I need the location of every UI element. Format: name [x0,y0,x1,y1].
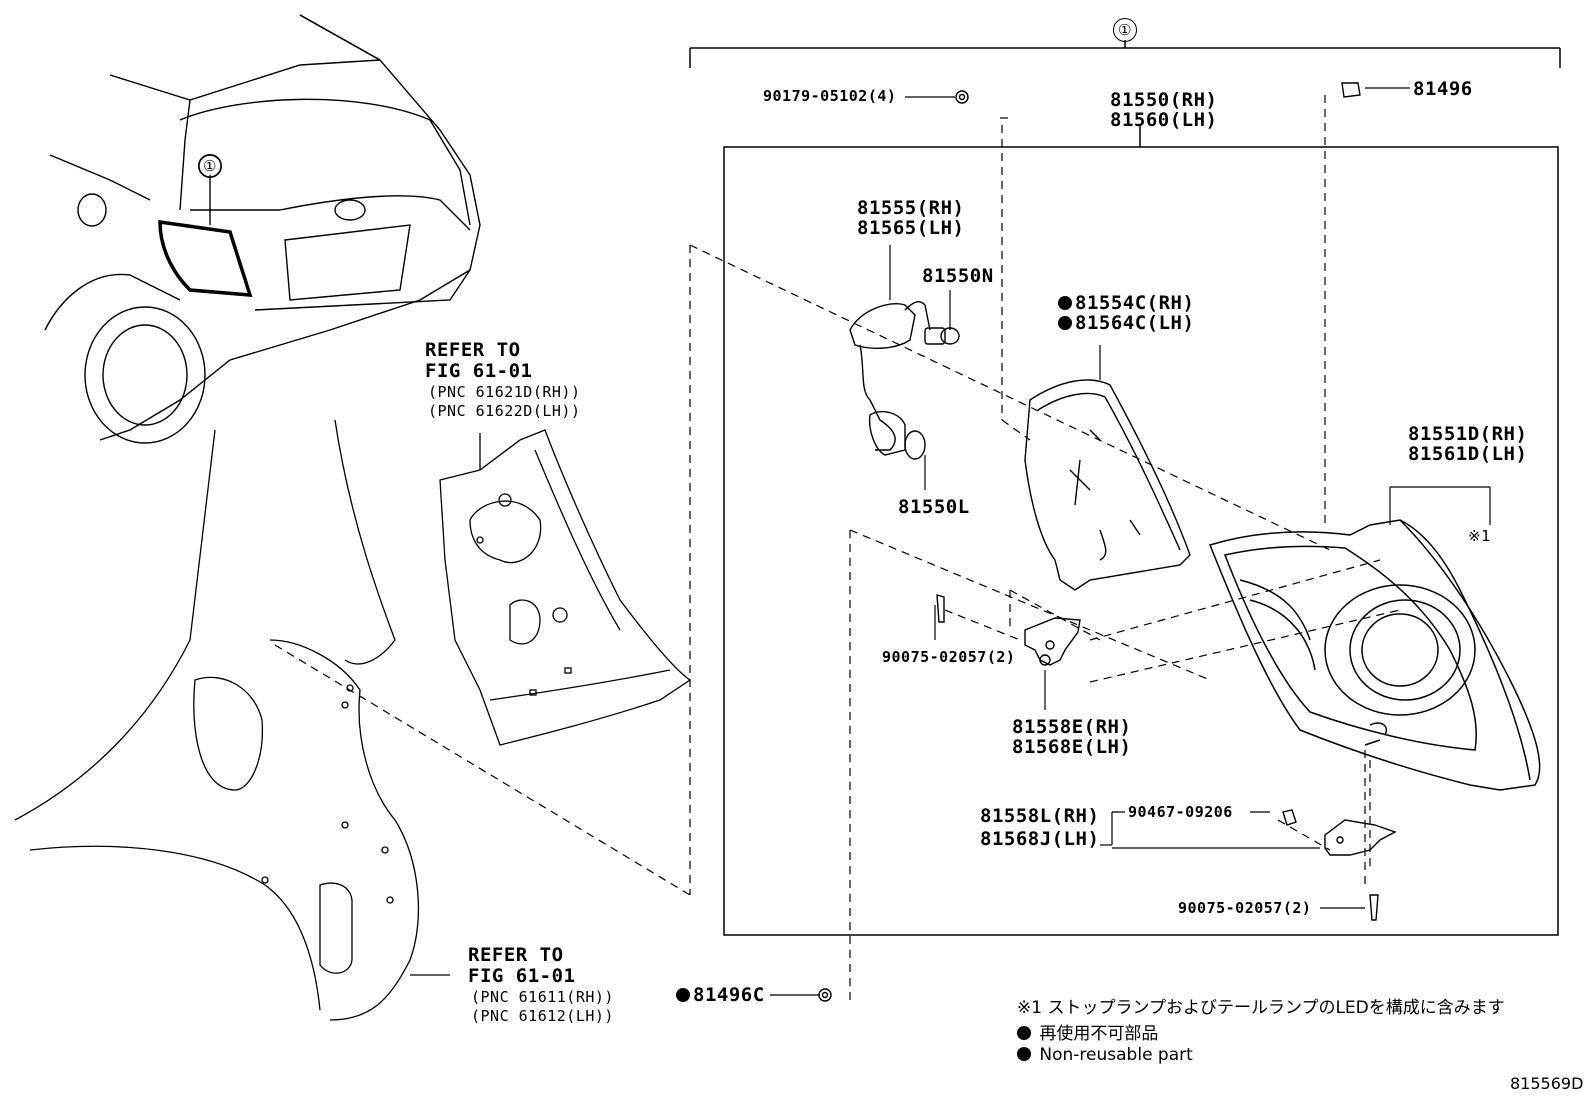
bracket-81558e [1024,617,1081,666]
refer-bottom-line2: FIG 61-01 [468,965,576,987]
solid-leaders [410,87,1491,996]
refer-top-line2: FIG 61-01 [425,360,533,382]
non-reusable-dot-icon [1017,1047,1031,1061]
bulb-socket-harness [849,301,960,460]
part-label-81550n: 81550N [922,265,994,287]
part-label-81558e-rh: 81558E(RH) [1012,716,1132,738]
part-label-81565-lh: 81565(LH) [857,217,965,239]
part-label-90075-02057-b: 90075-02057(2) [1178,899,1312,917]
note-non-reusable-en: Non-reusable part [1017,1045,1193,1065]
assembly-bracket [689,40,1561,68]
part-label-81568e-lh: 81568E(LH) [1012,736,1132,758]
assembly-marker: ① [1113,18,1137,42]
part-label-81551d-rh: 81551D(RH) [1408,423,1528,445]
lamp-gasket-81554c [1024,379,1191,591]
part-label-81554c-rh: 81554C(RH) [1058,293,1194,314]
car-rear-illustration [44,14,481,444]
non-reusable-dot-icon [1058,316,1072,330]
note-non-reusable-jp: 再使用不可部品 [1017,1019,1158,1044]
part-label-90075-02057-a: 90075-02057(2) [882,648,1016,666]
part-label-81560-lh: 81560(LH) [1110,109,1218,131]
non-reusable-dot-icon [1058,296,1072,310]
small-parts [818,82,1379,1002]
car-callout-marker: ① [198,154,222,178]
part-label-90179-05102: 90179-05102(4) [763,87,897,105]
figure-id: 815569D [1510,1074,1584,1093]
part-label-90467-09206: 90467-09206 [1128,803,1233,821]
non-reusable-dot-icon [676,988,690,1002]
refer-bottom-pnc-lh: (PNC 61612(LH)) [471,1007,614,1025]
part-label-81558l-rh: 81558L(RH) [980,805,1100,827]
part-label-81496c: 81496C [676,985,765,1006]
part-label-81550l: 81550L [898,496,970,518]
assembly-frame [723,146,1559,936]
part-label-81564c-lh: 81564C(LH) [1058,313,1194,334]
rear-combination-lamp [1208,519,1541,791]
non-reusable-dot-icon [1017,1026,1031,1040]
part-label-81561d-lh: 81561D(LH) [1408,443,1528,465]
quarter-panel-inner [439,429,692,746]
refer-bottom-pnc-rh: (PNC 61611(RH)) [471,988,614,1006]
refer-top-pnc-rh: (PNC 61621D(RH)) [428,383,581,401]
note-led: ※1 ストップランプおよびテールランプのLEDを構成に含みます [1017,998,1505,1018]
part-label-81568j-lh: 81568J(LH) [980,828,1100,850]
dashed-leaders [274,95,1401,1000]
bracket-81558l [1324,819,1397,856]
quarter-panel-outer [14,419,420,1021]
refer-top-line1: REFER TO [425,339,521,361]
refer-top-pnc-lh: (PNC 61622D(LH)) [428,402,581,420]
refer-bottom-line1: REFER TO [468,944,564,966]
part-label-81496: 81496 [1413,78,1473,100]
part-note-mark: ※1 [1468,527,1491,545]
part-label-81550-rh: 81550(RH) [1110,89,1218,111]
part-label-81555-rh: 81555(RH) [857,197,965,219]
